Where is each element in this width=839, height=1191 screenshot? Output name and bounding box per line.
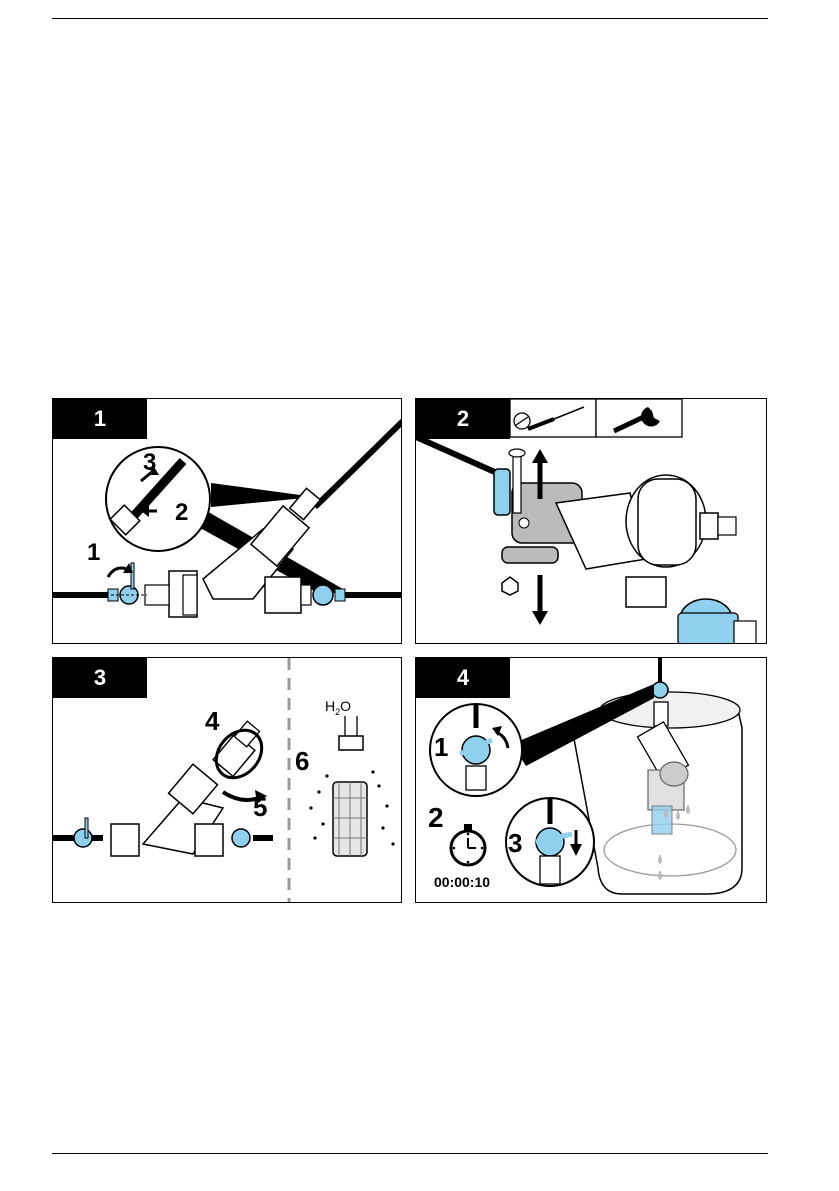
callout-1: 1 — [87, 541, 100, 565]
callout-3: 3 — [508, 830, 522, 856]
stopwatch-icon — [451, 824, 485, 865]
panel-step-2: 2 — [415, 398, 767, 644]
footer-rule — [52, 1153, 768, 1154]
callout-1: 1 — [434, 734, 448, 760]
panel-step-3: 3 — [52, 657, 402, 903]
flush-valve-illustration — [416, 658, 767, 903]
panel-step-4: 4 — [415, 657, 767, 903]
header-rule — [52, 18, 768, 19]
strainer-cleaning-illustration — [53, 658, 402, 903]
valve-strainer-illustration — [53, 399, 402, 644]
callout-4: 4 — [205, 708, 219, 734]
callout-5: 5 — [253, 794, 267, 820]
timer-readout: 00:00:10 — [434, 874, 490, 890]
water-label: H2O — [325, 698, 351, 717]
callout-6: 6 — [295, 748, 309, 774]
panel-step-1: 1 1 2 3 — [52, 398, 402, 644]
bracket-removal-illustration — [416, 399, 767, 644]
callout-2: 2 — [175, 501, 188, 525]
callout-2: 2 — [428, 804, 444, 832]
callout-3: 3 — [143, 451, 156, 475]
